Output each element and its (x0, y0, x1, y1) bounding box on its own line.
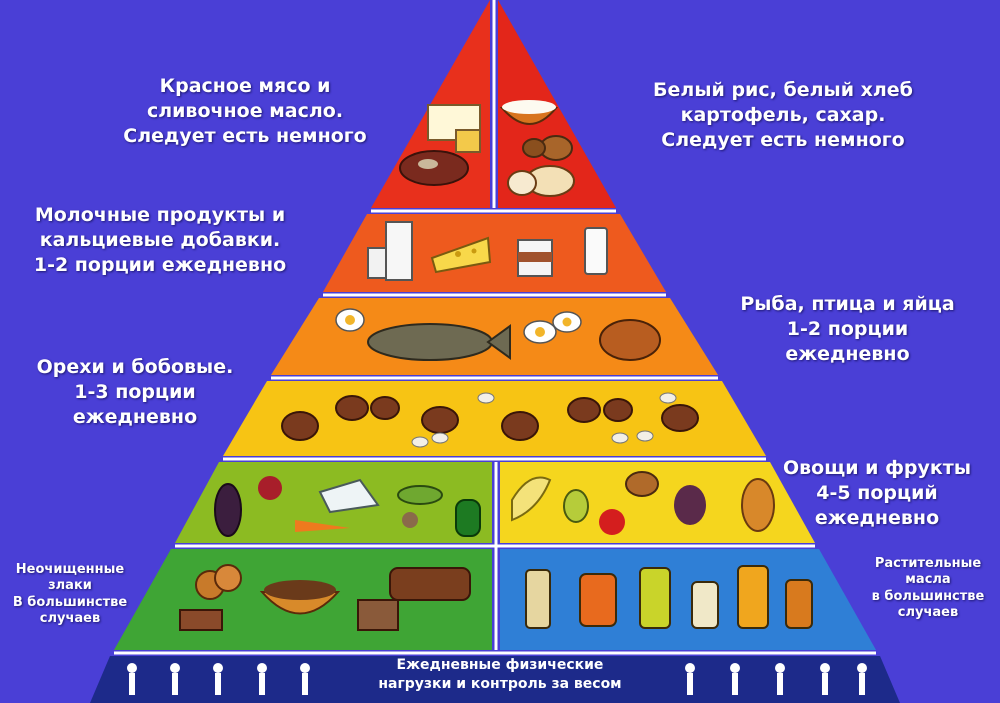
white-beans-icon (411, 392, 677, 448)
rice-bowl-icon (499, 100, 559, 125)
fruits-icon (511, 471, 775, 535)
glass-of-milk-icon (584, 227, 608, 275)
bread-icon (507, 165, 575, 197)
label-vegetables-fruits: Овощи и фрукты 4-5 порций ежедневно (782, 457, 971, 530)
egg-icon (335, 308, 365, 332)
oil-bottles-icon (525, 565, 813, 629)
label-rice-bread: Белый рис, белый хлеб картофель, сахар. … (653, 79, 913, 152)
fried-eggs-icon (523, 311, 582, 344)
tier-fruits (500, 462, 815, 543)
tier-exercise (90, 656, 900, 703)
grains-icon (179, 564, 471, 631)
vegetables-icon (214, 476, 481, 537)
tier-plant-oils (500, 549, 876, 650)
label-fish-poultry-eggs: Рыба, птица и яйца 1-2 порции ежедневно (740, 293, 955, 366)
roast-chicken-icon (599, 319, 661, 361)
label-whole-grains: Неочищенные злаки В большинстве случаев (12, 562, 128, 626)
nuts-beans-icon (281, 395, 699, 441)
yogurt-icon (517, 239, 553, 277)
label-plant-oils: Растительные масла в большинстве случаев (871, 556, 985, 620)
exercise-figures-icon (127, 663, 867, 695)
potato-icon (522, 135, 573, 161)
steak-icon (399, 150, 469, 186)
butter-icon (427, 104, 481, 153)
fish-icon (367, 323, 511, 361)
milk-carton-icon (367, 221, 413, 281)
label-exercise: Ежедневные физические нагрузки и контрол… (378, 657, 622, 692)
label-dairy: Молочные продукты и кальциевые добавки. … (33, 204, 287, 277)
label-meat-butter: Красное мясо и сливочное масло. Следует … (123, 75, 367, 148)
cheese-icon (430, 236, 492, 274)
label-nuts-legumes: Орехи и бобовые. 1-3 порции ежедневно (36, 356, 234, 429)
